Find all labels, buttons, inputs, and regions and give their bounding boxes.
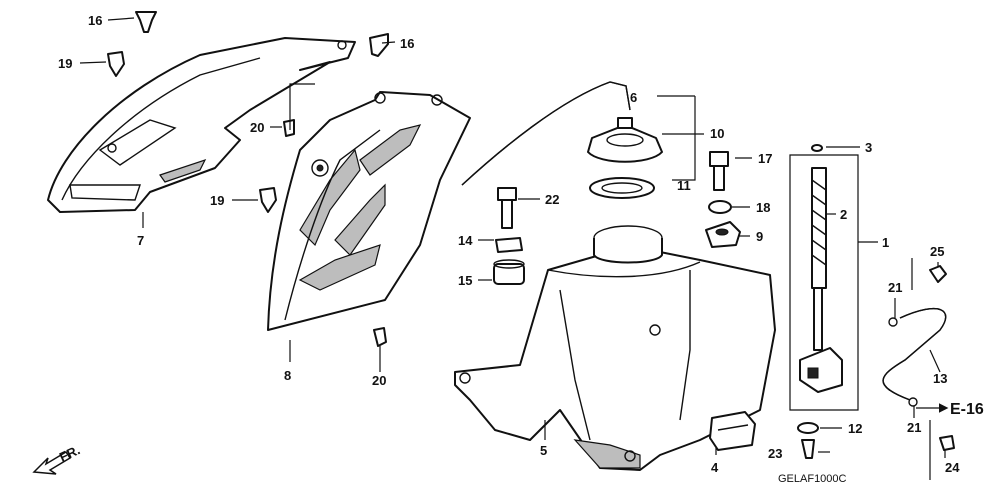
callout-labels: 16 19 7 16 19 20 8 20 6 10 11 17 18 9 22… (58, 13, 984, 485)
callout-6: 6 (630, 90, 637, 105)
collar-12 (797, 422, 819, 434)
bolt-20-lower (373, 327, 387, 347)
fuel-cap-part (587, 117, 663, 163)
callout-19-upper: 19 (58, 56, 72, 71)
washer-14-part (495, 237, 523, 253)
callout-10: 10 (710, 126, 724, 141)
callout-24: 24 (945, 460, 960, 475)
callout-21-upper: 21 (888, 280, 902, 295)
callout-21-lower: 21 (907, 420, 921, 435)
cap-seal-part (589, 177, 655, 199)
callout-19-lower: 19 (210, 193, 224, 208)
callout-3: 3 (865, 140, 872, 155)
cushion-15-part (493, 259, 525, 285)
callout-16-upper: 16 (88, 13, 102, 28)
clamp-21-lower (908, 397, 918, 407)
callout-12: 12 (848, 421, 862, 436)
bolt-17-part (709, 151, 729, 191)
callout-16-right: 16 (400, 36, 414, 51)
callout-25: 25 (930, 244, 944, 259)
callout-7: 7 (137, 233, 144, 248)
breather-tube-part (461, 81, 631, 186)
mount-9-part (705, 221, 741, 248)
bolt-19-lower (259, 187, 277, 213)
front-marker-label: FR. (57, 442, 82, 464)
callout-17: 17 (758, 151, 772, 166)
clip-24 (939, 435, 955, 451)
callout-11: 11 (677, 178, 691, 193)
callout-9: 9 (756, 229, 763, 244)
leader-lines (79, 17, 949, 480)
callout-23: 23 (768, 446, 782, 461)
bolt-20-upper (283, 119, 295, 137)
callout-4: 4 (711, 460, 719, 475)
callout-20-upper: 20 (250, 120, 264, 135)
callout-14: 14 (458, 233, 473, 248)
callout-20-lower: 20 (372, 373, 386, 388)
right-shroud-part (267, 91, 471, 331)
fuel-hose-part (882, 307, 947, 401)
callout-18: 18 (756, 200, 770, 215)
fuel-valve-part (799, 144, 843, 393)
callout-5: 5 (540, 443, 547, 458)
callout-1: 1 (882, 235, 889, 250)
bolt-23 (801, 439, 815, 459)
bolt-19-upper (107, 51, 125, 77)
left-shroud-part (47, 37, 356, 213)
callout-22: 22 (545, 192, 559, 207)
callout-13: 13 (933, 371, 947, 386)
callout-2: 2 (840, 207, 847, 222)
callout-15: 15 (458, 273, 472, 288)
drawing-code: GELAF1000C (778, 473, 847, 485)
bolt-22-part (497, 187, 517, 229)
screw-16-right (369, 33, 389, 57)
clamp-21-upper (888, 317, 898, 327)
collar-18-part (708, 200, 732, 214)
reference-tag-e16: E-16 (950, 401, 984, 418)
fuel-tank-part (454, 225, 776, 471)
hardware-parts (107, 11, 955, 459)
screw-16-upper (135, 11, 157, 33)
clip-25 (929, 265, 947, 283)
pad-4-part (709, 411, 756, 451)
front-direction-arrow: FR. (32, 442, 82, 475)
callout-8: 8 (284, 368, 291, 383)
